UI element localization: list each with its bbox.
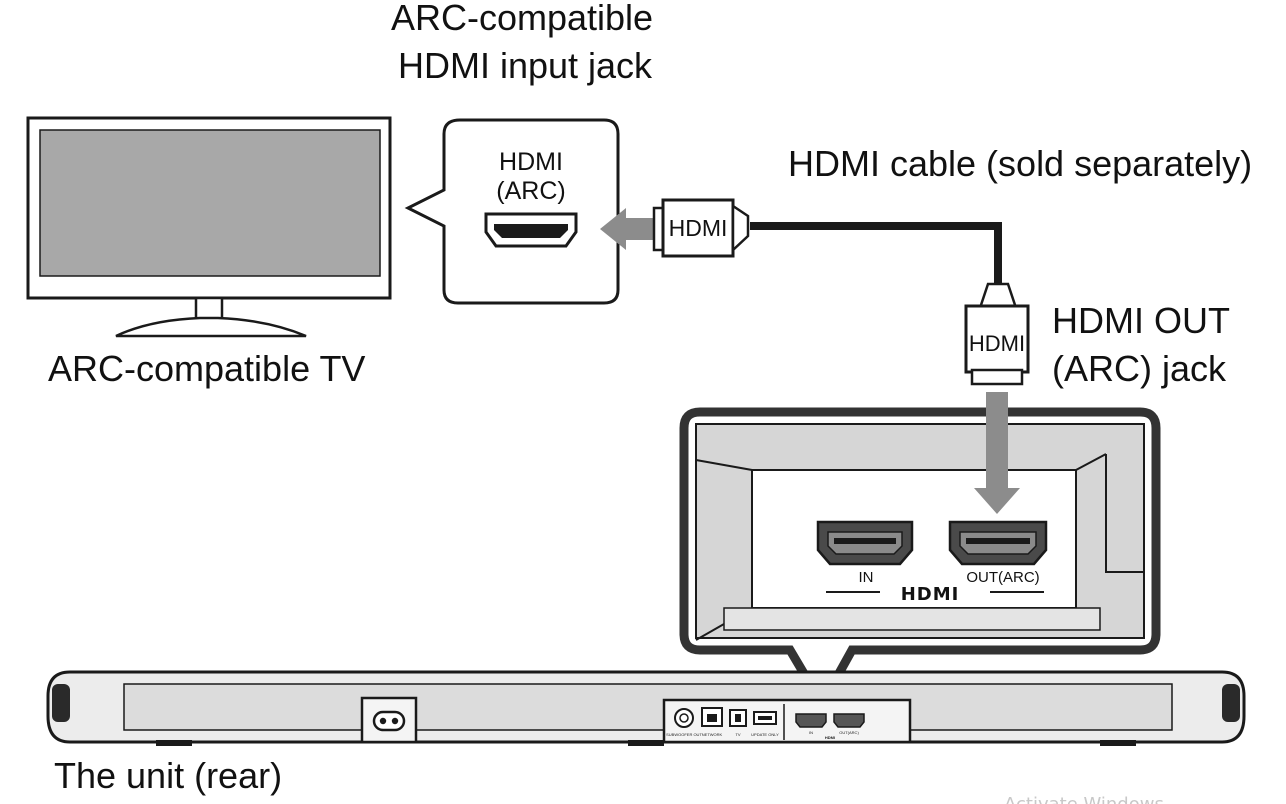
tv-input-jack-label-line1: ARC-compatible	[391, 0, 653, 38]
hdmi-plug-unit	[964, 282, 1030, 386]
rear-out-label: OUT(ARC)	[839, 730, 859, 735]
tv-input-jack-label-line2: HDMI input jack	[398, 45, 653, 86]
right-end-cap	[1222, 684, 1240, 722]
unit-panel-callout	[679, 407, 1161, 714]
tv-screen	[39, 129, 381, 277]
out-jack-label-line2: (ARC) jack	[1052, 348, 1227, 389]
activate-windows-watermark: Activate Windows	[1004, 794, 1164, 804]
soundbar-rear	[46, 670, 1246, 746]
tv-illustration	[26, 116, 392, 338]
tv-port-label-line1: HDMI	[499, 148, 563, 176]
hdmi-plug-tv	[652, 198, 750, 258]
hdmi-in-port	[816, 520, 914, 566]
insert-arrow-unit	[974, 392, 1020, 514]
rear-subwoofer-label: SUBWOOFER OUT	[666, 732, 702, 737]
out-jack-label-line1: HDMI OUT	[1052, 300, 1230, 341]
insert-arrow-tv	[600, 208, 656, 250]
tv-port-callout	[404, 118, 620, 305]
left-end-cap	[52, 684, 70, 722]
unit-label: The unit (rear)	[54, 755, 282, 796]
tv-plug-label: HDMI	[669, 215, 728, 241]
panel-out-label: OUT(ARC)	[966, 569, 1039, 586]
tv-stand	[115, 316, 307, 338]
rear-network-label: NETWORK	[702, 732, 723, 737]
hdmi-out-arc-port	[948, 520, 1048, 566]
rear-in-label: IN	[809, 730, 813, 735]
tv-hdmi-port-icon	[484, 212, 578, 248]
tv-port-label-line2: (ARC)	[496, 177, 565, 205]
unit-plug-label: HDMI	[969, 331, 1025, 356]
cable-label: HDMI cable (sold separately)	[788, 143, 1252, 184]
rear-hdmi-label: HDMI	[825, 735, 835, 740]
panel-in-label: IN	[859, 569, 874, 586]
tv-label: ARC-compatible TV	[48, 348, 365, 389]
rear-usb-label: UPDATE ONLY	[751, 732, 779, 737]
hdmi-cable	[750, 222, 1002, 288]
rear-tv-label: TV	[735, 732, 740, 737]
panel-hdmi-logo: HDMI	[901, 584, 960, 605]
